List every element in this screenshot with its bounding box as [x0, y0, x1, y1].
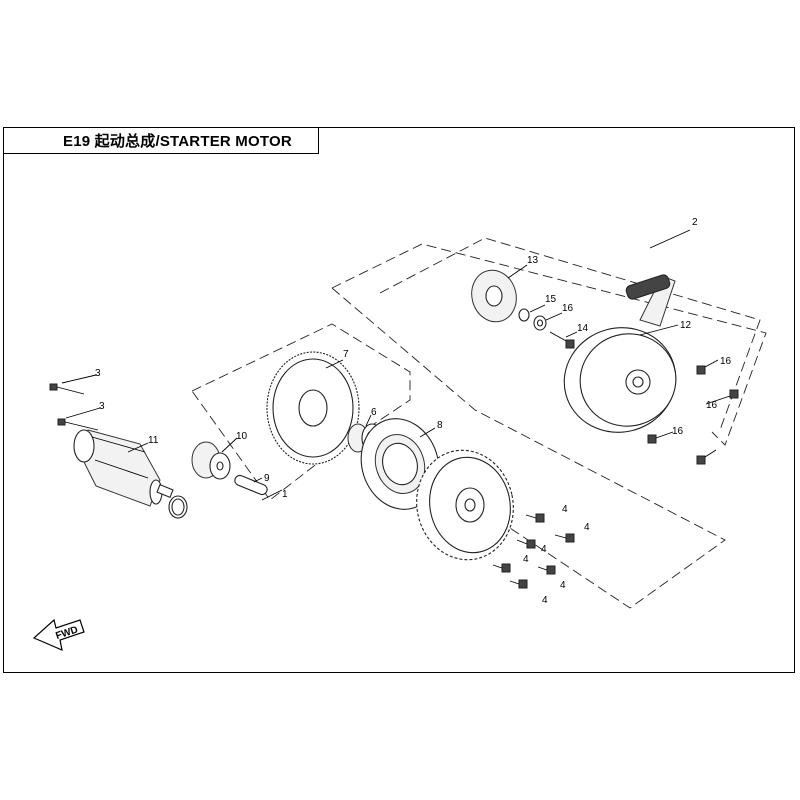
- callout-11: 12: [680, 320, 692, 331]
- idler-gear: [191, 441, 231, 480]
- o-ring-inner: [171, 498, 185, 516]
- callout-9: 10: [236, 431, 248, 442]
- callout-4-a: 4: [562, 504, 568, 515]
- callout-13: 14: [577, 323, 589, 334]
- callouts: 3 3 11 10 9 1 7 6 8 13 15 16 14 12 2 16 …: [95, 217, 732, 606]
- group-1-boundary: [191, 323, 411, 501]
- washer-14: [518, 308, 530, 322]
- recoil-pulley: [471, 269, 517, 323]
- callout-3-upper: 3: [95, 368, 101, 379]
- diagram-frame: [3, 127, 795, 673]
- bolt-4b: [554, 533, 575, 543]
- callout-6: 7: [343, 349, 349, 360]
- group-boundaries: [191, 237, 767, 609]
- gear-hub: [298, 389, 328, 427]
- callout-2: 2: [692, 217, 698, 228]
- callout-5: 6: [371, 407, 377, 418]
- callout-14: 15: [545, 294, 557, 305]
- callout-15: 16: [562, 303, 574, 314]
- callout-4-d: 4: [523, 554, 529, 565]
- bolt-16b: [729, 389, 739, 399]
- title-box: E19 起动总成/STARTER MOTOR: [3, 127, 319, 154]
- bolt-3-lower: [57, 418, 99, 431]
- bolt-4d: [492, 563, 511, 573]
- bolt-16c: [647, 434, 657, 444]
- callout-16-a: 16: [720, 356, 732, 367]
- page-title: E19 起动总成/STARTER MOTOR: [63, 132, 292, 150]
- bolt-16a: [696, 365, 706, 375]
- bolt-3-upper: [49, 383, 85, 395]
- flywheel-bolts: [492, 513, 575, 589]
- callout-4-c: 4: [541, 544, 547, 555]
- callout-4-e: 4: [560, 580, 566, 591]
- group-main-boundary: [331, 287, 726, 609]
- bolt-4a: [525, 513, 545, 523]
- starter-motor-end-cap: [73, 429, 95, 463]
- callout-7: 8: [437, 420, 443, 431]
- flywheel: [416, 449, 514, 561]
- starter-driven-gear: [266, 351, 360, 465]
- leader-lines: [61, 229, 731, 501]
- callout-4-f: 4: [542, 595, 548, 606]
- callout-16-c: 16: [672, 426, 684, 437]
- callout-10: 11: [148, 435, 159, 446]
- callout-12: 13: [527, 255, 539, 266]
- bolt-4c: [516, 539, 536, 549]
- group-2-boundary: [331, 243, 767, 446]
- starter-motor-shaft: [156, 483, 174, 499]
- recoil-starter-housing: [563, 274, 677, 433]
- idler-shaft: [234, 474, 268, 496]
- callout-1: 1: [282, 489, 288, 500]
- callout-4-b: 4: [584, 522, 590, 533]
- bolt-13: [549, 331, 575, 349]
- callout-3-lower: 3: [99, 401, 105, 412]
- starter-motor: [73, 429, 174, 507]
- bolt-4e: [537, 565, 556, 575]
- callout-8: 9: [264, 473, 270, 484]
- callout-16-b: 16: [706, 400, 718, 411]
- group-2-inner-boundary: [379, 237, 761, 431]
- recoil-handle-grip: [625, 274, 671, 300]
- bolt-16d: [696, 455, 706, 465]
- bolt-4f: [509, 579, 528, 589]
- housing-bolts: [647, 365, 739, 465]
- fwd-arrow-icon: FWD: [32, 618, 85, 652]
